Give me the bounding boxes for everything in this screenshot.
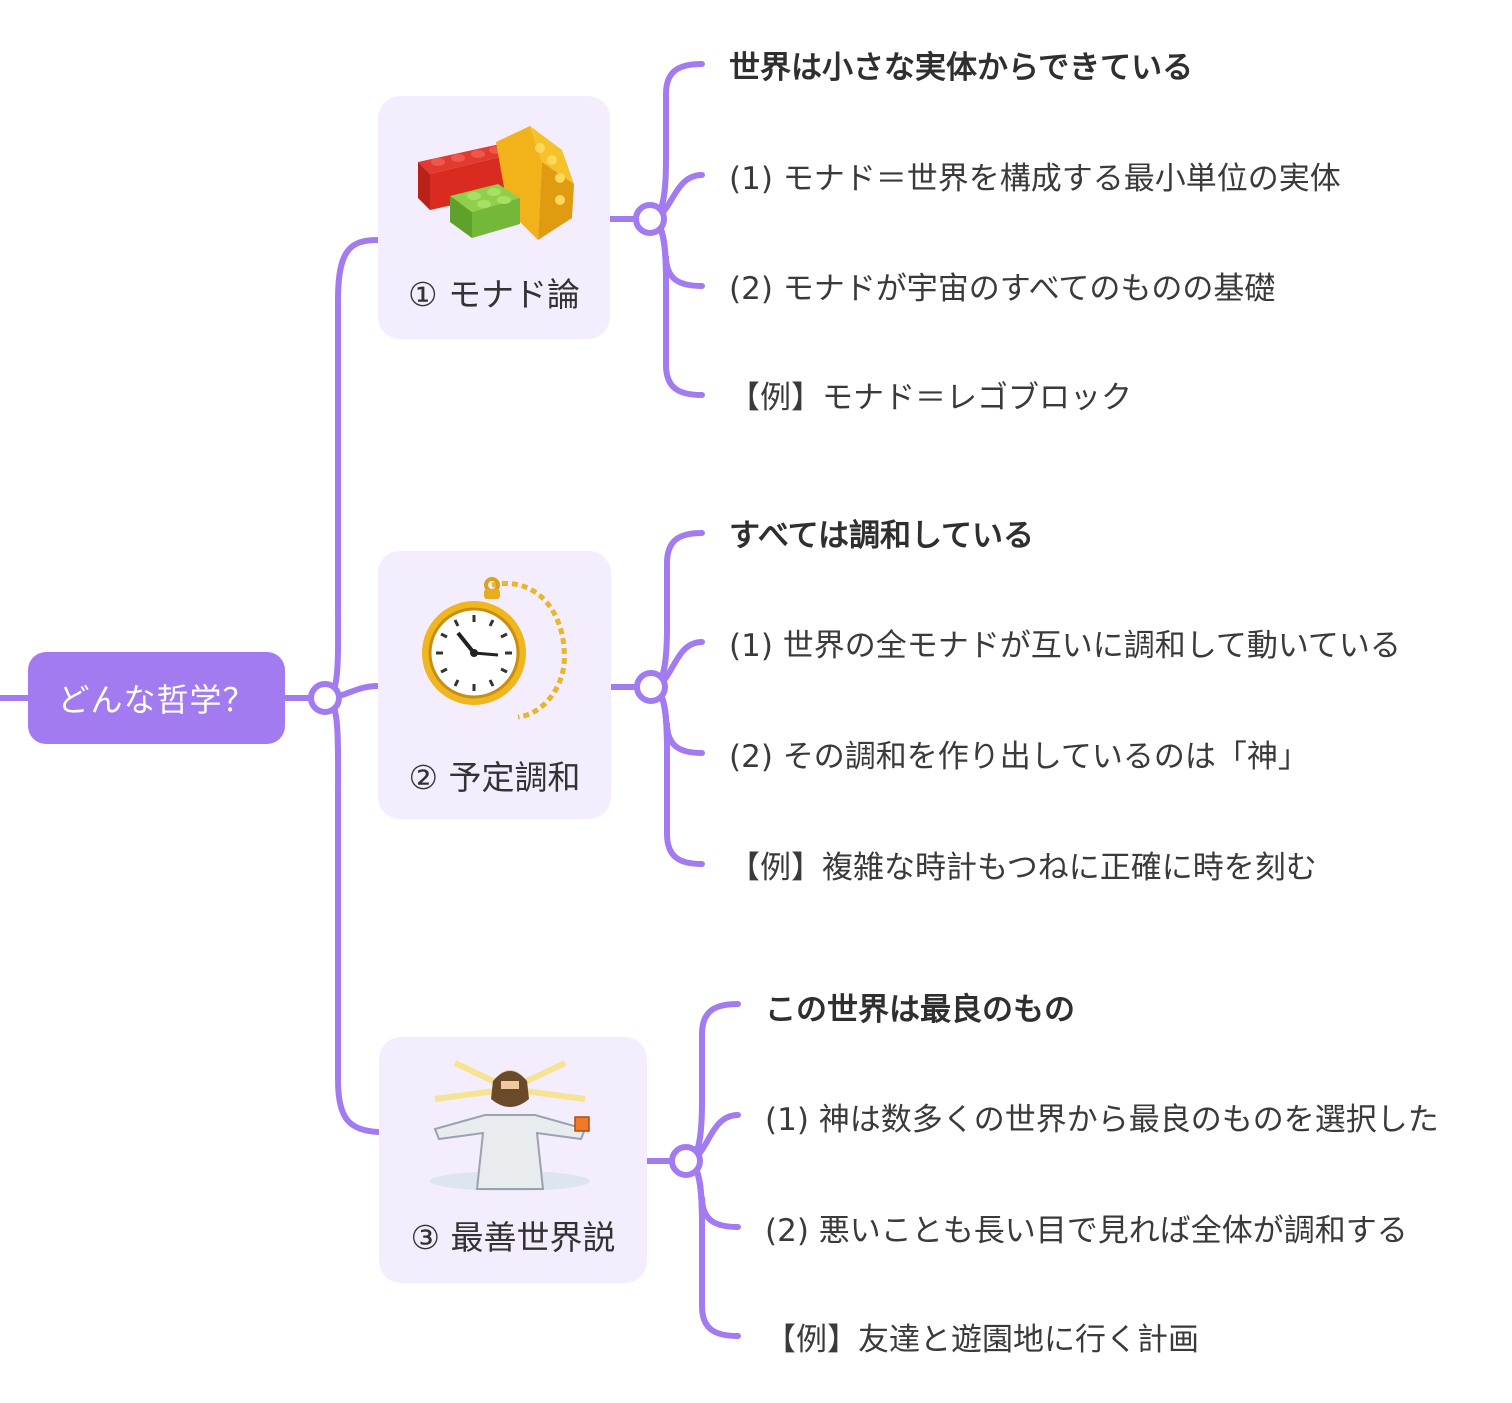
leaf-summary[interactable]: この世界は最良のもの: [765, 992, 1075, 1028]
leaf-summary[interactable]: 世界は小さな実体からできている: [729, 50, 1194, 86]
topic-card-best-world[interactable]: ③ 最善世界説: [379, 1037, 647, 1283]
leaf-item[interactable]: (1) 世界の全モナドが互いに調和して動いている: [729, 628, 1401, 664]
leaf-item[interactable]: (1) モナド＝世界を構成する最小単位の実体: [729, 161, 1341, 197]
topic-2-knob: [634, 670, 668, 704]
god-figure-icon: [430, 1060, 590, 1191]
topic-3-leaf-line-4: [683, 1158, 741, 1339]
topic-1-knob: [633, 202, 667, 236]
topic-2-leaf-line-4: [648, 684, 705, 867]
topic-label: ③ 最善世界説: [410, 1218, 616, 1257]
lego-blocks-icon: [418, 126, 574, 240]
topic-label: ② 予定調和: [408, 758, 581, 797]
topic-card-harmony[interactable]: ② 予定調和: [378, 551, 611, 819]
root-node[interactable]: どんな哲学？: [28, 652, 285, 744]
branch-to-topic-1: [322, 237, 381, 701]
leaf-item[interactable]: (1) 神は数多くの世界から最良のものを選択した: [765, 1102, 1439, 1138]
branch-to-topic-3: [322, 695, 381, 1135]
leaf-example[interactable]: 【例】モナド＝レゴブロック: [729, 380, 1132, 416]
root-hub-knob: [308, 681, 342, 715]
topic-label: ① モナド論: [407, 275, 581, 314]
leaf-item[interactable]: (2) モナドが宇宙のすべてのものの基礎: [729, 271, 1276, 307]
leaf-summary[interactable]: すべては調和している: [729, 518, 1035, 554]
leaf-example[interactable]: 【例】複雑な時計もつねに正確に時を刻む: [729, 850, 1317, 886]
pocket-watch-icon: [422, 577, 567, 720]
leaf-item[interactable]: (2) その調和を作り出しているのは「神」: [729, 739, 1309, 775]
leaf-example[interactable]: 【例】友達と遊園地に行く計画: [765, 1322, 1199, 1358]
topic-1-leaf-line-4: [647, 216, 705, 398]
topic-3-knob: [669, 1144, 703, 1178]
leaf-item[interactable]: (2) 悪いことも長い目で見れば全体が調和する: [765, 1213, 1408, 1249]
topic-card-monad[interactable]: ① モナド論: [378, 96, 610, 339]
